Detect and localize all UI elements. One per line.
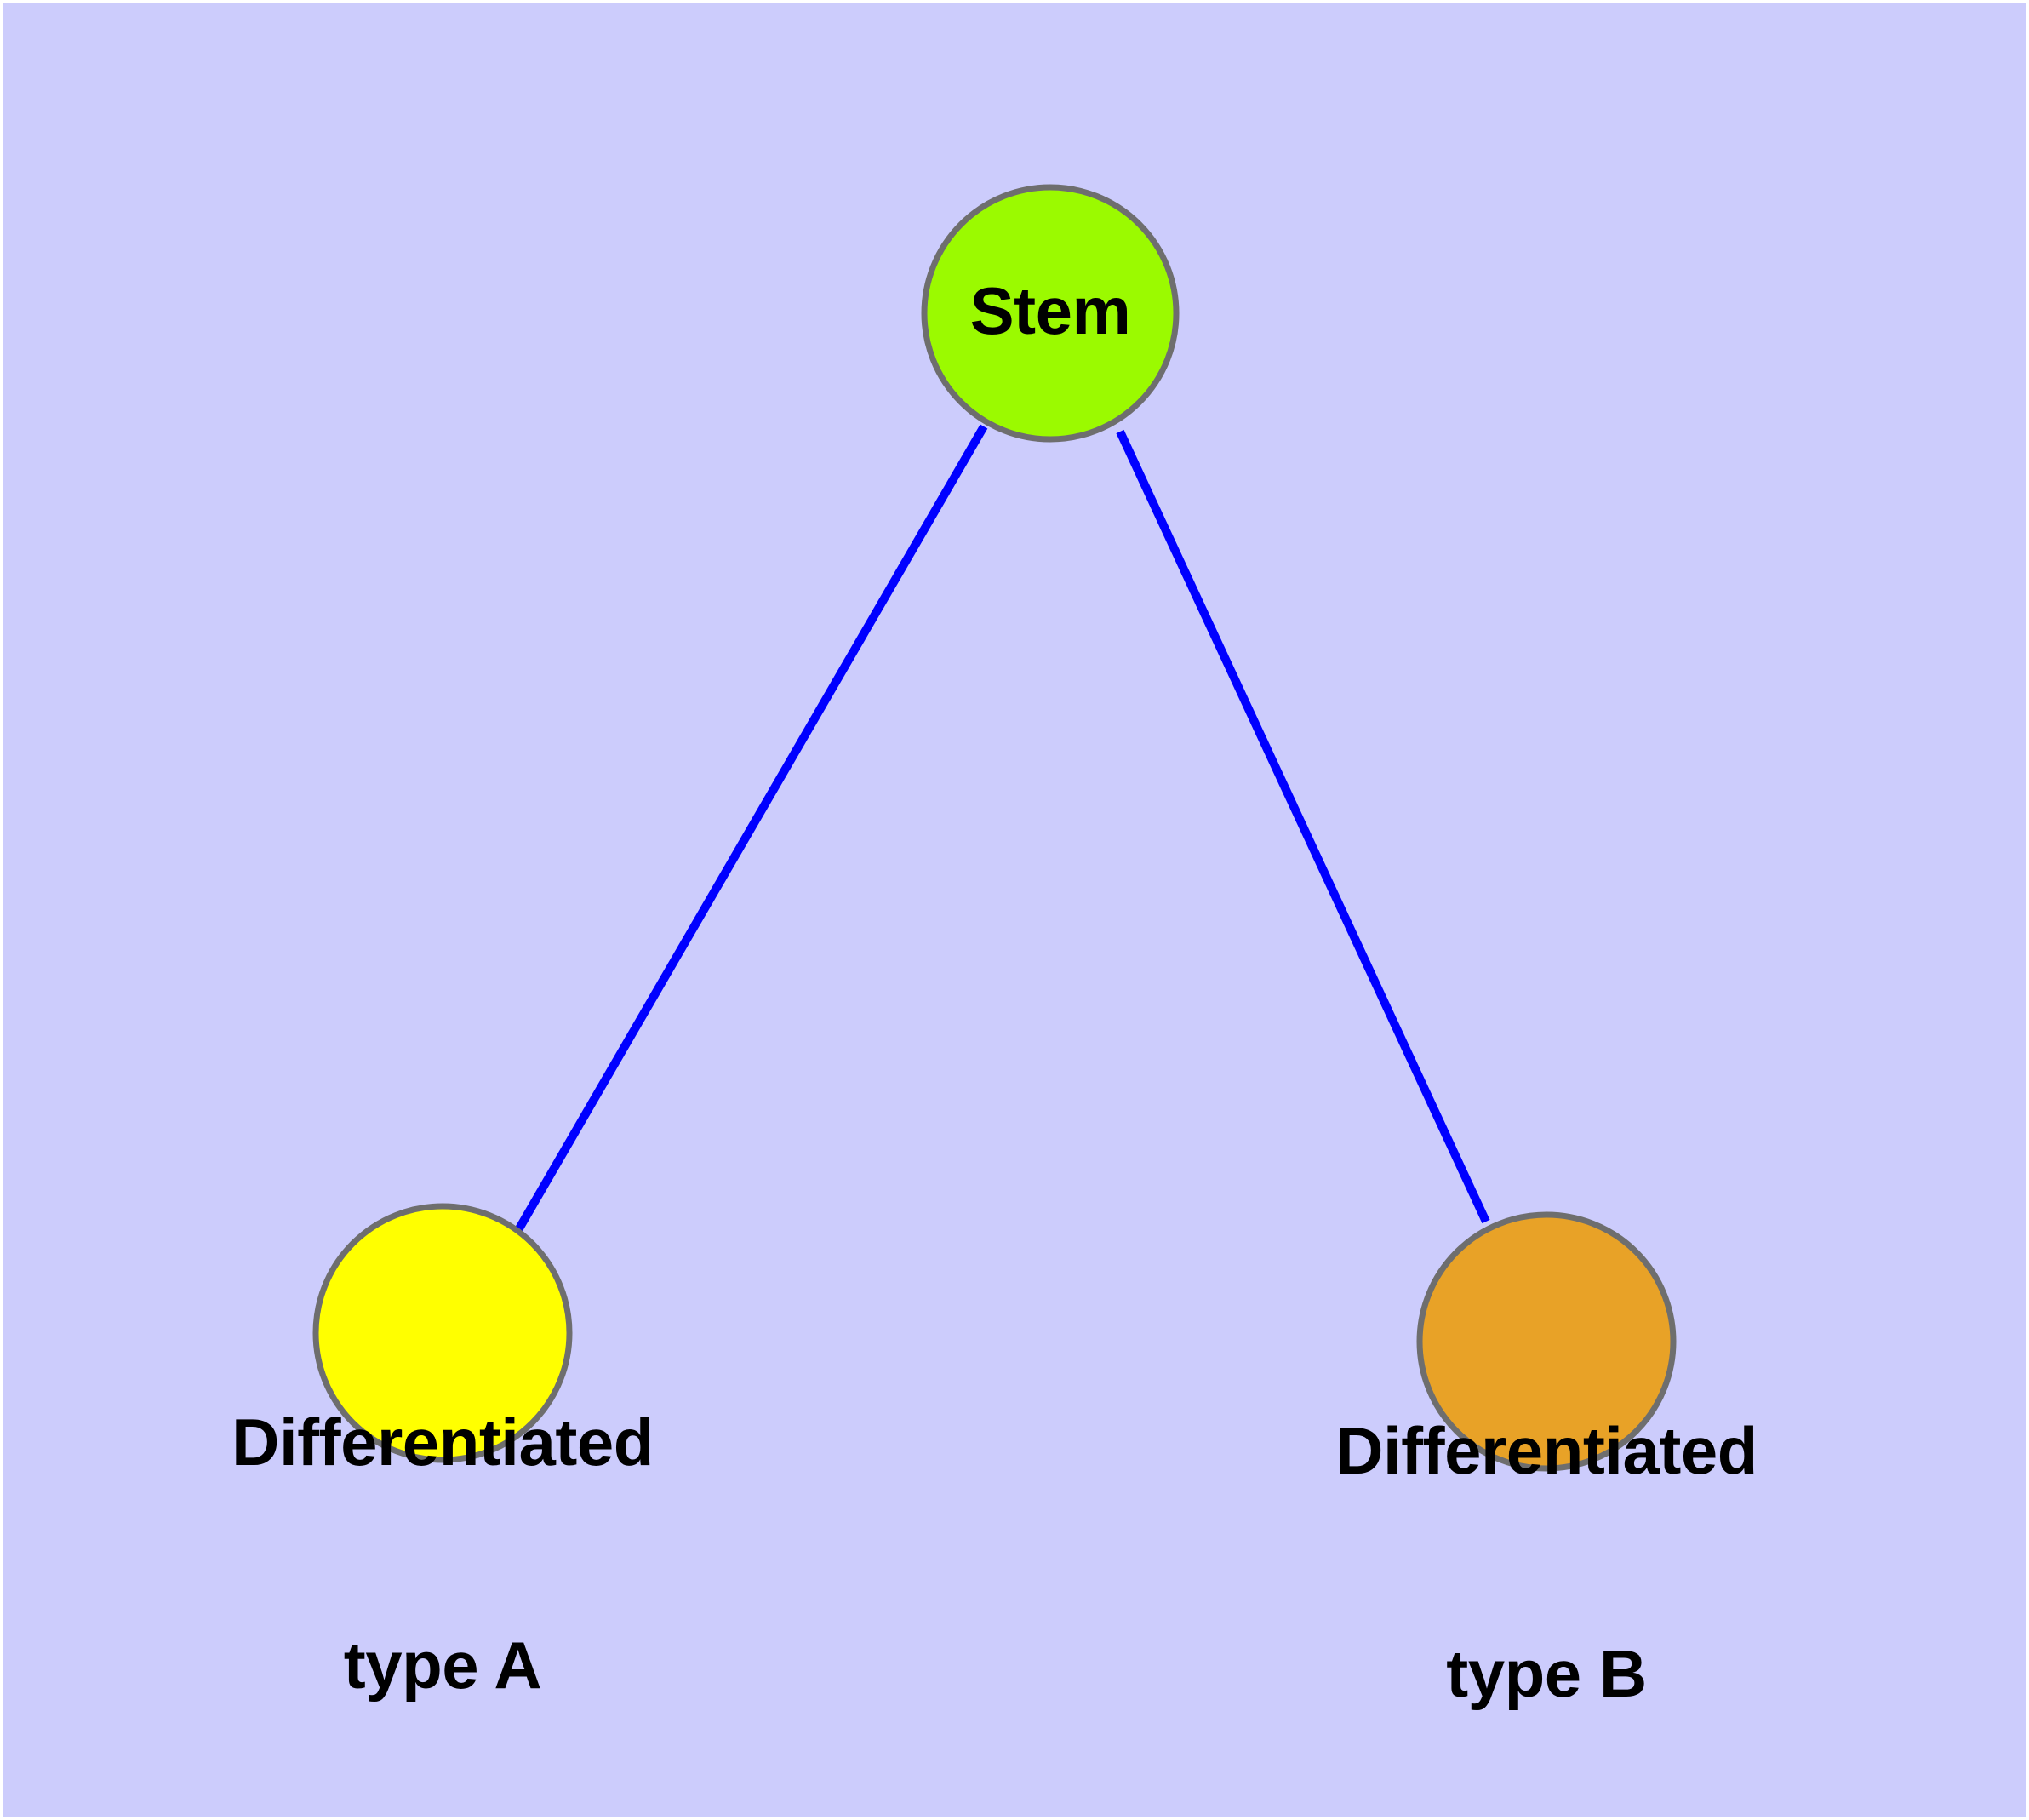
graph-svg — [312, 184, 1677, 1472]
diagram-plot-area: Stem Differentiated type A Differentiate… — [3, 3, 2026, 1817]
node-differentiated-type-a[interactable] — [312, 1203, 573, 1463]
edge-stem-to-differentiated-type-b — [1116, 429, 1490, 1224]
edge-layer — [508, 424, 1490, 1243]
node-layer — [312, 184, 1677, 1472]
node-differentiated-type-b[interactable] — [1416, 1211, 1677, 1472]
edge-stem-to-differentiated-type-a — [508, 424, 988, 1243]
node-stem[interactable] — [921, 184, 1180, 443]
